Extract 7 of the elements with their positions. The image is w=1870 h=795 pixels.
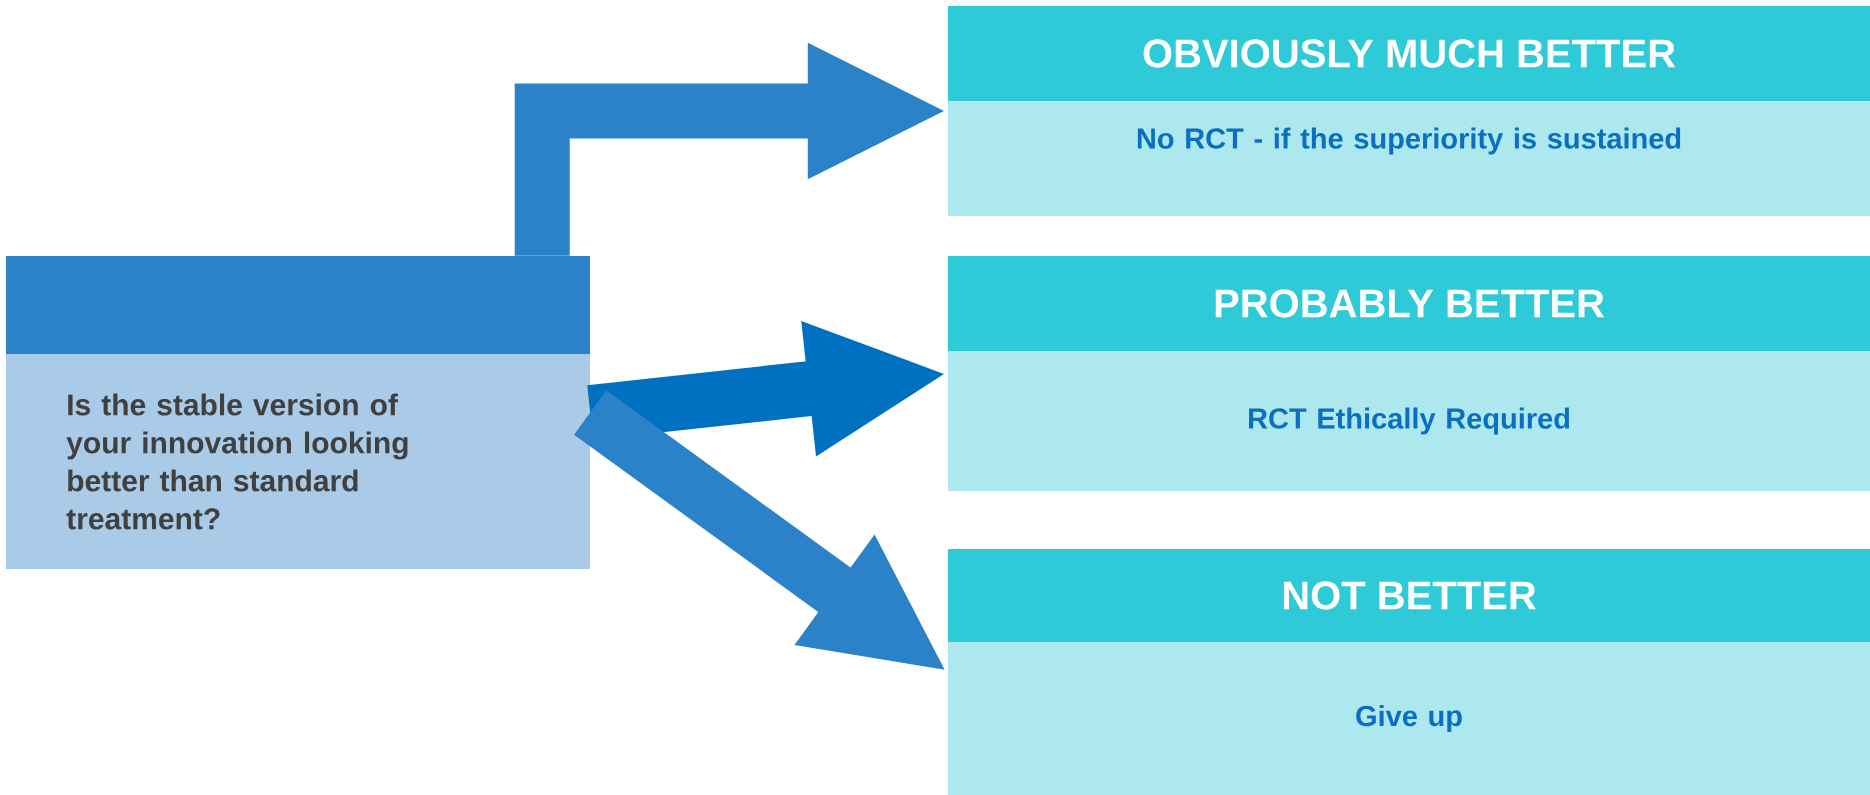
outcome-box: NOT BETTER Give up xyxy=(948,549,1870,795)
question-box: Is the stable version of your innovation looking better than standard treatment? xyxy=(6,256,590,569)
outcome-box: OBVIOUSLY MUCH BETTER No RCT - if the superiority is sustained xyxy=(948,6,1870,216)
outcome-box: PROBABLY BETTER RCT Ethically Required xyxy=(948,256,1870,491)
node-label: OBVIOUSLY MUCH BETTER xyxy=(1143,39,1676,68)
node-label: NOT BETTER xyxy=(1283,581,1536,610)
node-label: PROBABLY BETTER xyxy=(1215,289,1605,318)
